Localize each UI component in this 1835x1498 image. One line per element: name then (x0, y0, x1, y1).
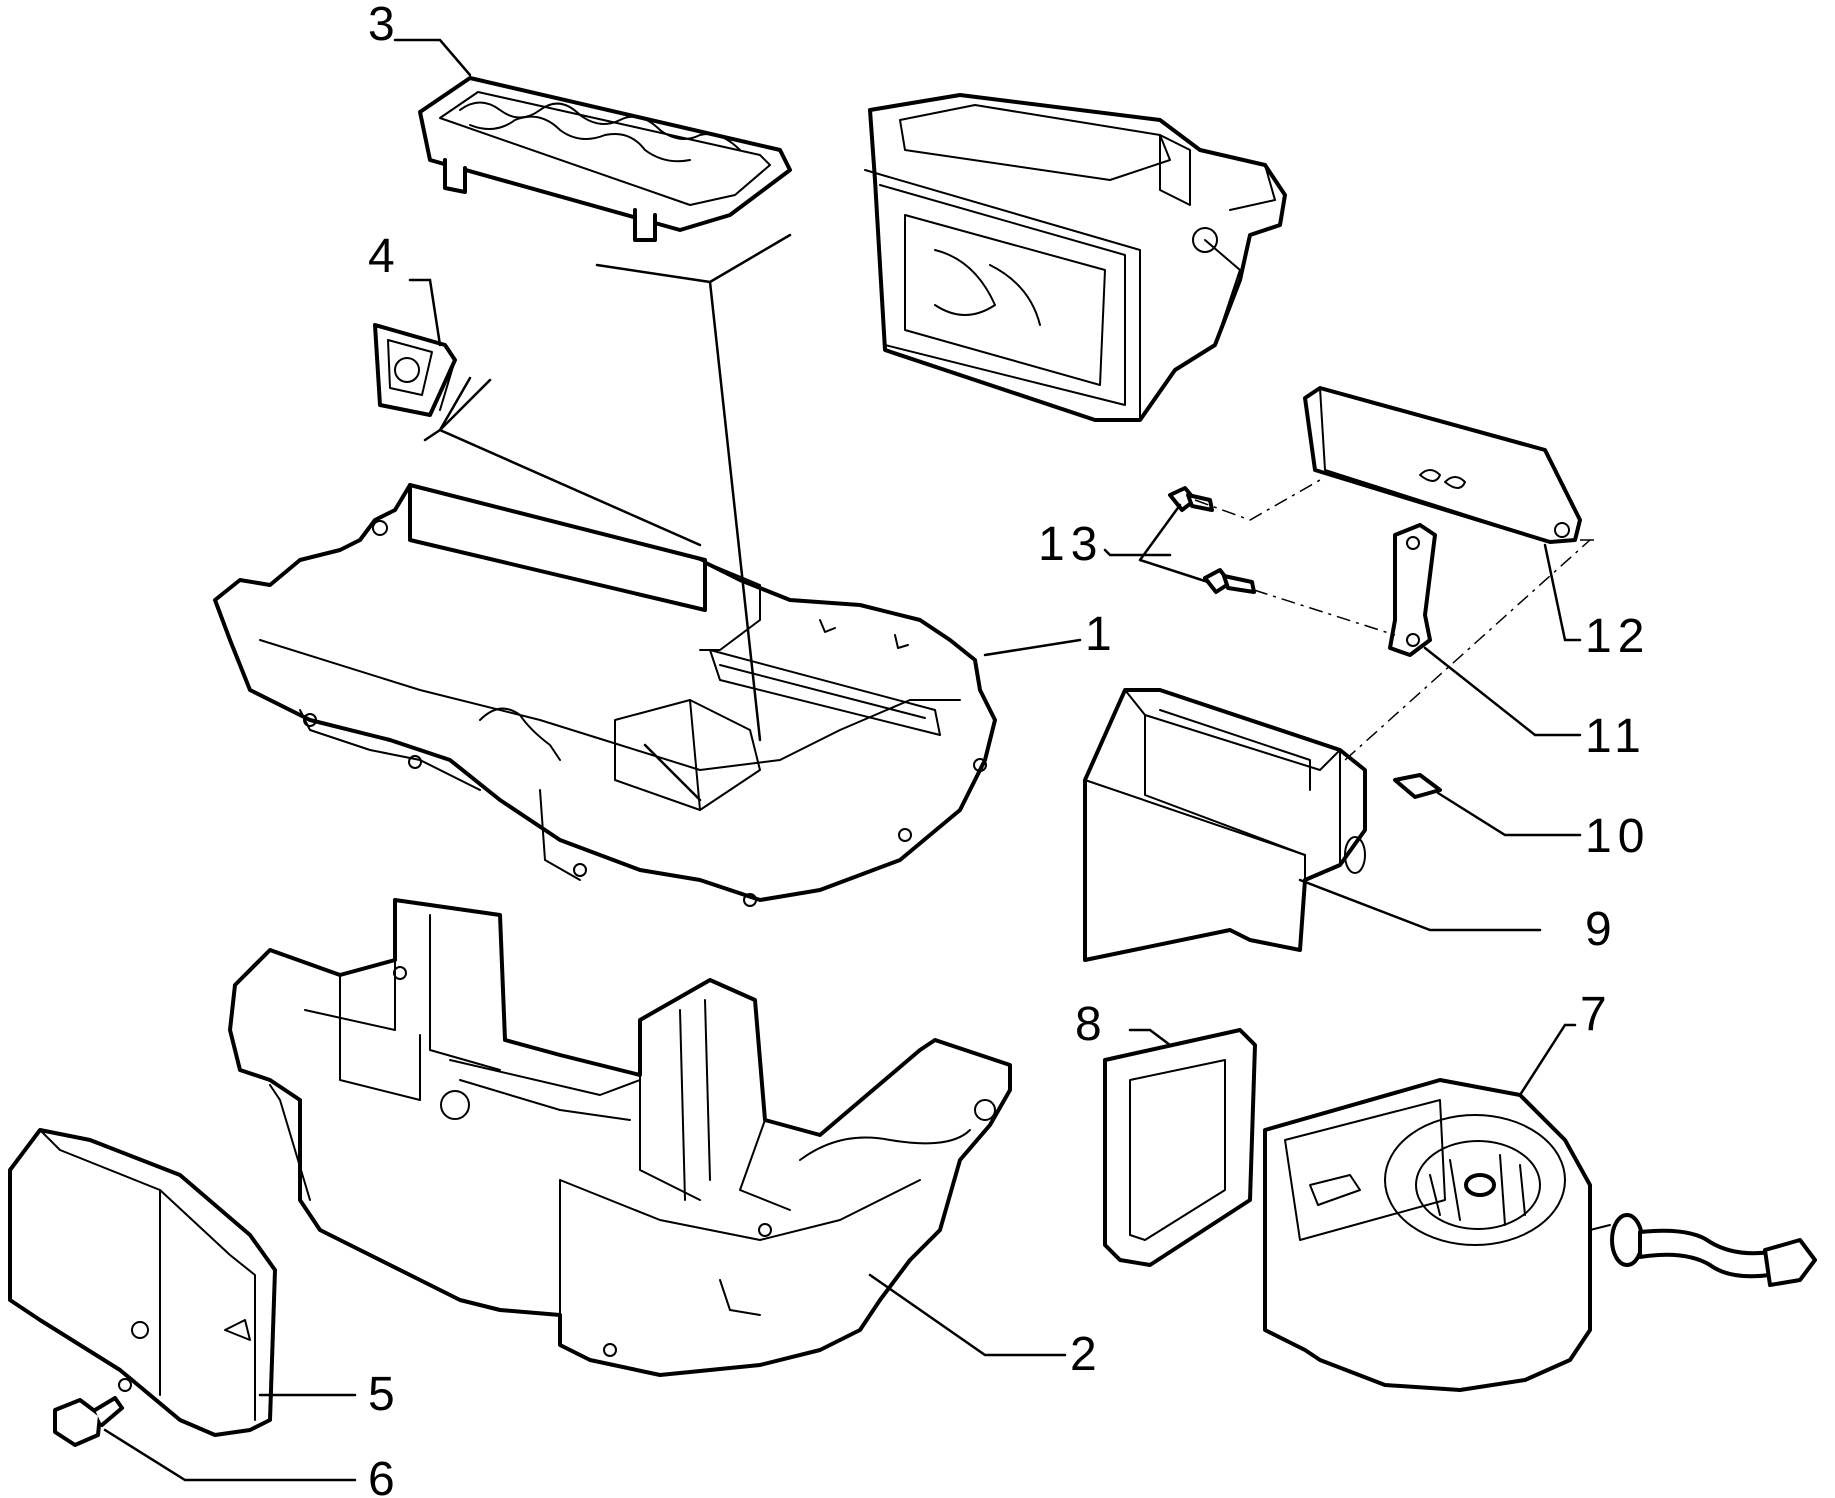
part-6-screw (53, 1396, 124, 1447)
part-3-filter (418, 76, 792, 242)
leader-6 (103, 1428, 357, 1482)
part-11-lever (1388, 523, 1437, 657)
callout-4: 4 (368, 230, 401, 283)
callout-1: 1 (1085, 608, 1118, 661)
callout-8: 8 (1075, 998, 1108, 1051)
leader-11 (1423, 646, 1582, 737)
callout-labels: 1 2 3 4 5 6 7 8 9 10 11 12 13 (368, 0, 1650, 1498)
leader-8 (1128, 1028, 1172, 1047)
leader-2 (868, 1273, 1067, 1357)
leader-10 (1436, 791, 1582, 837)
air-distribution-housing (864, 93, 1287, 422)
part-1-upper-case (213, 483, 997, 907)
callout-2: 2 (1070, 1328, 1103, 1381)
part-9-duct (1083, 688, 1367, 962)
callout-13: 13 (1038, 518, 1103, 571)
assembly-lines (423, 233, 1600, 802)
leader-4 (408, 278, 442, 347)
callout-9: 9 (1585, 903, 1618, 956)
callout-leaders (103, 38, 1582, 1482)
callout-6: 6 (368, 1453, 401, 1498)
callout-11: 11 (1585, 710, 1647, 763)
callout-10: 10 (1585, 810, 1650, 863)
leader-12 (1543, 543, 1582, 642)
leader-1 (983, 638, 1082, 657)
callout-12: 12 (1585, 610, 1650, 663)
part-4-gasket (373, 323, 457, 417)
part-2-lower-case (228, 898, 1012, 1377)
part-7-blower (1263, 1078, 1817, 1392)
leader-13 (1103, 503, 1210, 584)
callout-7: 7 (1580, 988, 1613, 1041)
part-8-gasket-frame (1103, 1028, 1257, 1267)
part-13-screws (1168, 486, 1256, 594)
part-5-side-cover (8, 1128, 277, 1437)
leader-9 (1298, 878, 1542, 932)
callout-5: 5 (368, 1368, 401, 1421)
leader-3 (393, 38, 472, 77)
part-10-pin (1393, 773, 1442, 799)
part-12-flap (1303, 386, 1582, 544)
callout-3: 3 (368, 0, 401, 51)
leader-7 (1518, 1023, 1577, 1097)
